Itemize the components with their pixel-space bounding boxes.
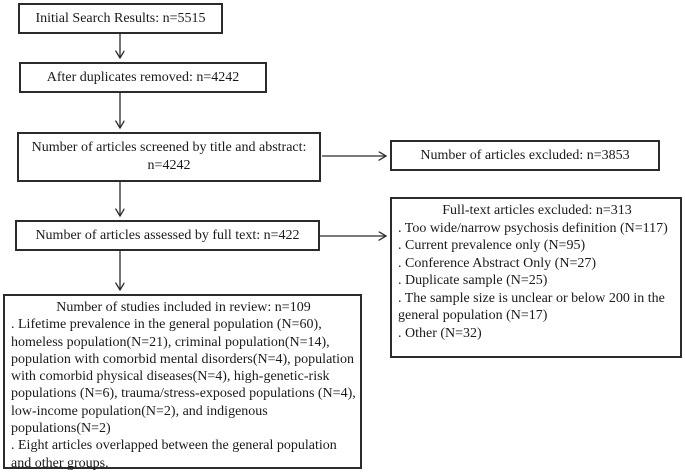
box-after-duplicates-removed: After duplicates removed: n=4242 (19, 62, 267, 93)
box-screened-line1: Number of articles screened by title and… (31, 140, 307, 155)
studies-included-note: . Eight articles overlapped between the … (11, 438, 337, 471)
fulltext-excluded-reason: . Conference Abstract Only (N=27) (398, 255, 597, 271)
fulltext-excluded-reason: . Other (N=32) (398, 325, 482, 341)
box-after-duplicates-removed-label: After duplicates removed: n=4242 (46, 69, 240, 85)
fulltext-excluded-reason: . Duplicate sample (N=25) (398, 273, 548, 288)
box-initial-search-results-label: Initial Search Results: n=5515 (35, 10, 206, 26)
box-studies-included: Number of studies included in review: n=… (3, 294, 362, 471)
box-excluded-title-abstract-label: Number of articles excluded: n=3853 (420, 147, 630, 163)
box-fulltext-excluded: Full-text articles excluded: n=313 . Too… (390, 197, 682, 358)
studies-included-note: . Lifetime prevalence in the general pop… (11, 317, 356, 437)
fulltext-excluded-reason: . Current prevalence only (N=95) (398, 238, 586, 253)
box-initial-search-results: Initial Search Results: n=5515 (18, 3, 223, 34)
fulltext-excluded-reason: . Too wide/narrow psychosis definition (… (398, 220, 668, 236)
fulltext-excluded-title: Full-text articles excluded: n=313 (442, 203, 632, 218)
box-screened-title-abstract: Number of articles screened by title and… (17, 132, 321, 182)
box-assessed-fulltext-label: Number of articles assessed by full text… (35, 227, 300, 243)
fulltext-excluded-reason: . The sample size is unclear or below 20… (398, 290, 665, 324)
studies-included-title: Number of studies included in review: n=… (56, 300, 311, 315)
box-screened-line2: n=4242 (147, 158, 191, 173)
box-excluded-title-abstract: Number of articles excluded: n=3853 (390, 140, 660, 171)
box-assessed-fulltext: Number of articles assessed by full text… (15, 220, 320, 251)
